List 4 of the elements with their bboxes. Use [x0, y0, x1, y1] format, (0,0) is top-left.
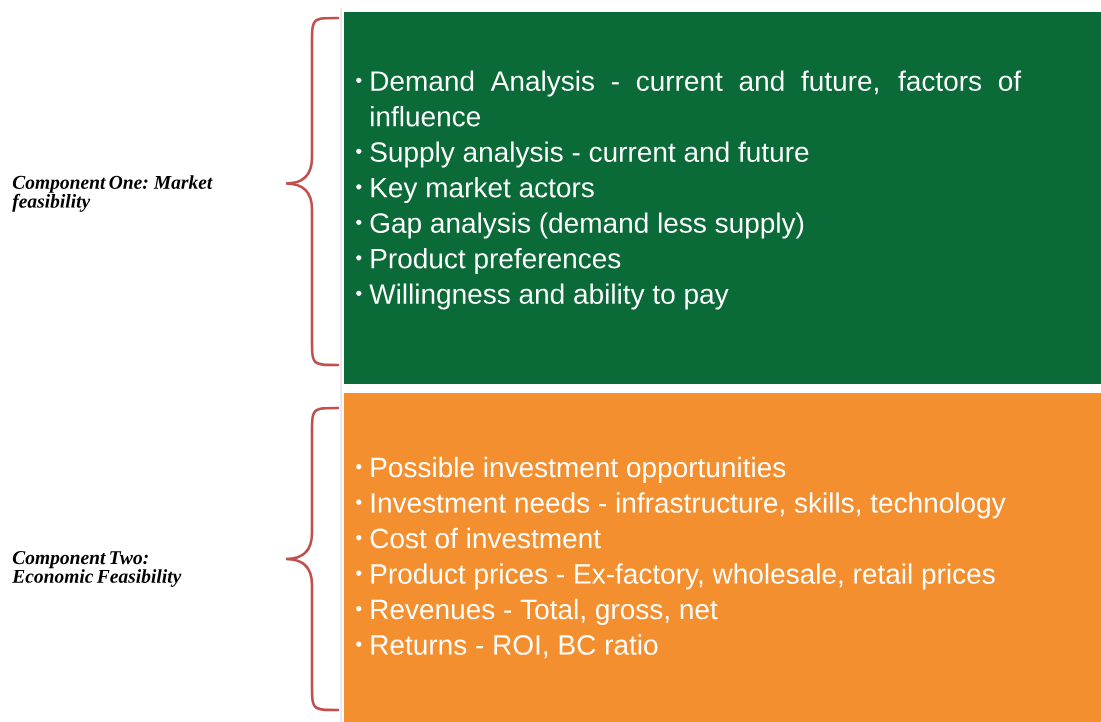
content-box: Demand Analysis - current and future, factors of influence Supply analysis - current and future Key market actors Gap analysis (demand less supply) Product preferences Willingness and ability to pay — [344, 12, 1101, 384]
content-box: Possible investment opportunities Investment needs - infrastructure, skills, technology Cost of investment Product prices - Ex-factory, wholesale, retail prices Revenues - Total, gross, net Returns - ROI, BC ratio — [344, 393, 1101, 722]
component-label: Component Two: Economic Feasibility — [12, 551, 182, 587]
component-label: Component One: Market feasibility — [12, 175, 213, 212]
